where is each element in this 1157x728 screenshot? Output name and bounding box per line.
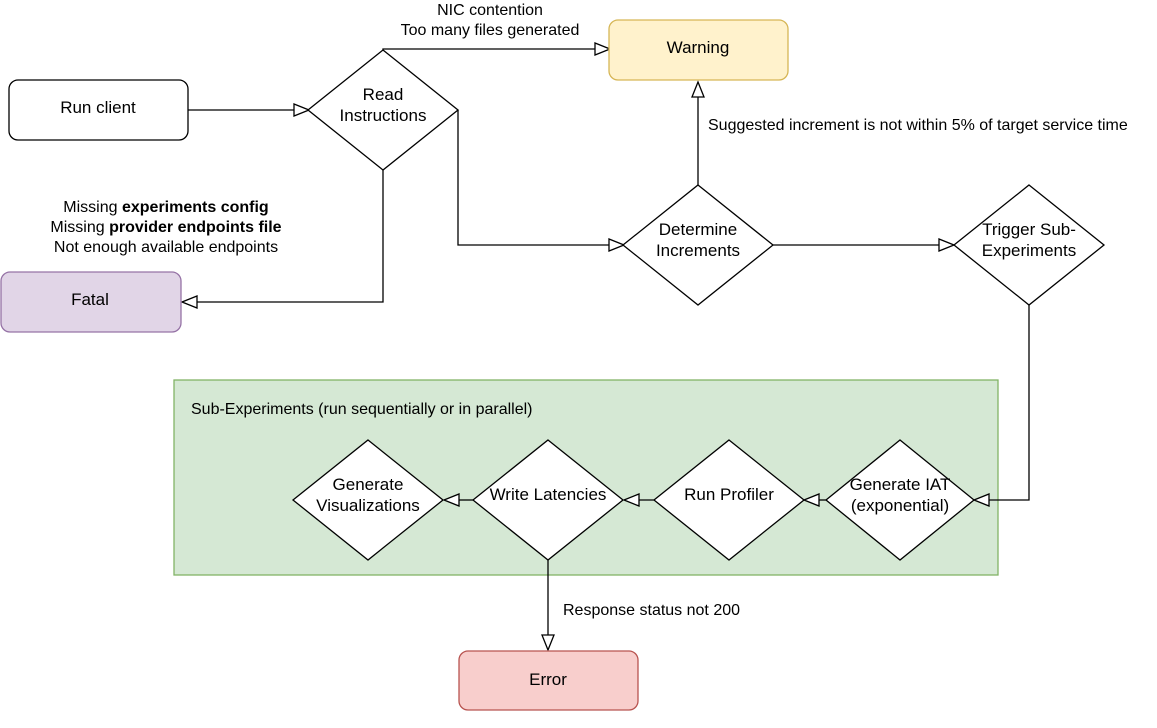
edge-label-error-reason: Response status not 200 xyxy=(563,602,740,619)
node-write-latencies-shape xyxy=(471,439,625,561)
node-run-client-shape xyxy=(8,79,189,141)
edge-label-too-many-files: Too many files generated xyxy=(401,22,580,39)
node-error-label: Error xyxy=(529,670,567,689)
arrowhead-run-profiler xyxy=(802,493,820,507)
node-generate-iat-label-1: Generate IAT xyxy=(850,475,951,494)
edge-trigger-to-generate-iat xyxy=(988,305,1030,501)
edge-read-instructions-to-determine-increments xyxy=(457,110,611,246)
node-error[interactable]: Error xyxy=(458,650,639,711)
arrowhead-warning-left xyxy=(594,42,612,56)
edge-label-increment-warning: Suggested increment is not within 5% of … xyxy=(708,117,1128,134)
node-run-client[interactable]: Run client xyxy=(8,79,189,141)
fatal-reason-emphasis: experiments config xyxy=(122,199,269,216)
node-generate-visualizations-label-2: Visualizations xyxy=(316,496,420,515)
edge-read-instructions-to-fatal xyxy=(196,170,384,303)
node-read-instructions-shape xyxy=(306,49,460,171)
node-trigger-sub-experiments[interactable]: Trigger Sub- Experiments xyxy=(952,184,1106,306)
node-fatal-shape xyxy=(0,271,182,333)
node-generate-iat-shape xyxy=(824,439,976,561)
fatal-reason-text: Not enough available endpoints xyxy=(54,239,278,256)
node-error-shape xyxy=(458,650,639,711)
node-warning[interactable]: Warning xyxy=(608,19,789,81)
fatal-reason-line: Missing experiments config xyxy=(63,199,268,216)
node-fatal[interactable]: Fatal xyxy=(0,271,182,333)
nodes: Run client Read Instructions Warning Fat… xyxy=(0,19,1106,711)
node-read-instructions-label-2: Instructions xyxy=(340,106,427,125)
node-determine-increments-label-1: Determine xyxy=(659,220,737,239)
node-determine-increments-label-2: Increments xyxy=(656,241,740,260)
node-run-profiler-label: Run Profiler xyxy=(684,485,774,504)
edge-labels: NIC contention Too many files generated … xyxy=(50,2,1127,619)
fatal-reason-line: Not enough available endpoints xyxy=(54,239,278,256)
node-run-profiler[interactable]: Run Profiler xyxy=(652,439,806,561)
node-determine-increments[interactable]: Determine Increments xyxy=(621,184,775,306)
node-generate-iat-label-2: (exponential) xyxy=(851,496,949,515)
arrowhead-fatal xyxy=(180,295,198,309)
node-trigger-sub-experiments-label-1: Trigger Sub- xyxy=(982,220,1076,239)
arrowhead-error xyxy=(541,634,555,652)
node-generate-iat[interactable]: Generate IAT (exponential) xyxy=(824,439,976,561)
arrowhead-visualizations xyxy=(442,493,460,507)
node-warning-label: Warning xyxy=(667,38,730,57)
edge-label-nic-contention: NIC contention xyxy=(437,2,543,19)
fatal-reason-line: Missing provider endpoints file xyxy=(50,219,281,236)
node-generate-visualizations[interactable]: Generate Visualizations xyxy=(291,439,445,561)
arrowhead-trigger xyxy=(938,238,956,252)
node-generate-visualizations-shape xyxy=(291,439,445,561)
edges xyxy=(180,42,1030,652)
arrowhead-read-instructions xyxy=(293,103,311,117)
fatal-reason-emphasis: provider endpoints file xyxy=(109,219,282,236)
sub-experiments-group-title: Sub-Experiments (run sequentially or in … xyxy=(191,401,533,418)
arrowhead-generate-iat xyxy=(972,493,990,507)
node-trigger-sub-experiments-shape xyxy=(952,184,1106,306)
fatal-reason-text: Missing xyxy=(63,199,122,216)
fatal-reason-text: Missing xyxy=(50,219,109,236)
node-determine-increments-shape xyxy=(621,184,775,306)
node-warning-shape xyxy=(608,19,789,81)
node-run-profiler-shape xyxy=(652,439,806,561)
node-trigger-sub-experiments-label-2: Experiments xyxy=(982,241,1076,260)
arrowhead-determine-increments xyxy=(608,238,626,252)
node-read-instructions[interactable]: Read Instructions xyxy=(306,49,460,171)
node-read-instructions-label-1: Read xyxy=(363,85,404,104)
node-write-latencies[interactable]: Write Latencies xyxy=(471,439,625,561)
arrowhead-write-latencies xyxy=(622,493,640,507)
node-fatal-label: Fatal xyxy=(71,290,109,309)
node-write-latencies-label: Write Latencies xyxy=(490,485,607,504)
edge-read-instructions-to-warning xyxy=(382,48,596,66)
node-run-client-label: Run client xyxy=(60,98,136,117)
arrowhead-warning-bottom xyxy=(691,80,705,98)
node-generate-visualizations-label-1: Generate xyxy=(333,475,404,494)
